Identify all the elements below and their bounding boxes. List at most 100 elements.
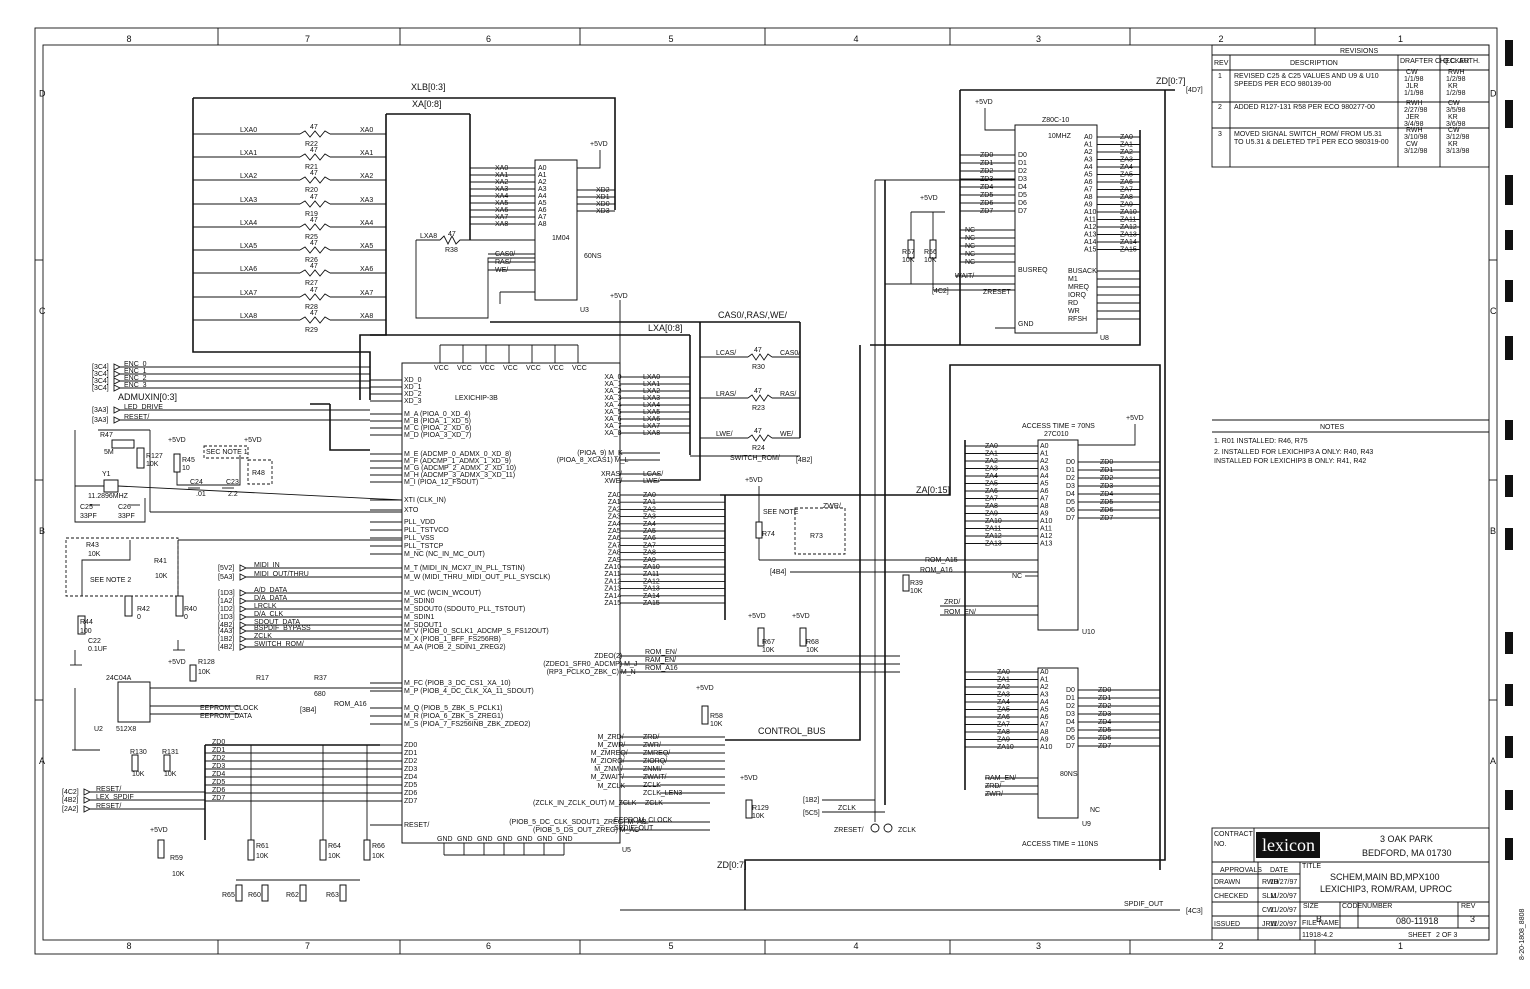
col-label-bottom: 6 [486, 941, 491, 951]
u5-left-pin: M_A (PIOA_0_XD_4) [404, 411, 471, 418]
u10-a-pin: A13 [1040, 541, 1053, 548]
bottom-res-ref: R61 [256, 843, 269, 850]
u8-vcc: +5VD [975, 99, 993, 106]
xa-label: XA8 [360, 313, 373, 320]
u3-pin-name: A4 [538, 193, 547, 200]
tb-row-label: ISSUED [1214, 921, 1240, 928]
u3-pin-label: XA3 [495, 186, 508, 193]
zclk-label: ZCLK [898, 827, 916, 834]
cas-in-label: LWE/ [716, 431, 733, 438]
u5-right-pin: ZA4 [608, 521, 621, 528]
r37-ref: R37 [314, 675, 327, 682]
u5-left-pin: M_C (PIOA_2_XD_6) [404, 425, 471, 432]
u10-d-pin: D7 [1066, 515, 1075, 522]
c24-val: .01 [196, 491, 206, 498]
r129-val: 10K [752, 813, 765, 820]
rom-a16-c: ROM_A16 [645, 665, 678, 672]
rev-qc-date: 1/2/98 [1446, 76, 1466, 83]
lxa-resistor [299, 130, 331, 138]
u5-left-pin: M_F (ADCMP_1_ADMX_1_XD_9) [404, 458, 511, 465]
resistor-ref: R22 [305, 141, 318, 148]
u8-za-label: ZA0 [1120, 134, 1133, 141]
rev-number: 1 [1218, 73, 1222, 80]
u5-left-pin: ZD7 [404, 798, 417, 805]
eeprom-data: EEPROM_DATA [200, 713, 252, 720]
rev-number: 2 [1218, 104, 1222, 111]
col-label-bottom: 4 [854, 941, 859, 951]
u3-out-label: XD2 [596, 187, 610, 194]
u8-ctl-label: WR [1068, 308, 1080, 315]
u5-right-pin: ZA11 [604, 571, 620, 578]
contract-no: NO. [1214, 841, 1227, 848]
r57-ref: R57 [902, 249, 915, 256]
u10-a-pin: A8 [1040, 503, 1049, 510]
xa-label: XA4 [360, 220, 373, 227]
bottom-res-low [261, 884, 269, 902]
u10-za-label: ZA3 [985, 466, 998, 473]
cas-out-label: WE/ [780, 431, 793, 438]
xa-label: XA1 [360, 150, 373, 157]
u5-lxa-net: LXA8 [643, 430, 660, 437]
u8-a-pin: A10 [1084, 209, 1097, 216]
vcc-r74: +5VD [745, 477, 763, 484]
col-label-top: 3 [1036, 34, 1041, 44]
u5-left-pin: ZD3 [404, 766, 417, 773]
u8-zd-label: ZD7 [980, 208, 993, 215]
u3-out-label: XD1 [596, 194, 610, 201]
rev-label: REV [1461, 903, 1476, 910]
rev-desc: MOVED SIGNAL SWITCH_ROM/ FROM U5.31 [1234, 131, 1382, 138]
c25-val: 33PF [80, 513, 97, 520]
r56-val: 10K [924, 257, 937, 264]
u5-right-pin: XA_3 [604, 395, 621, 402]
u8-a-pin: A12 [1084, 224, 1097, 231]
vcc-r57: +5VD [920, 195, 938, 202]
rev-desc: ADDED R127-131 R58 PER ECO 980277-00 [1234, 104, 1375, 111]
u9-d-pin: D5 [1066, 727, 1075, 734]
u8-d-pin: D5 [1018, 192, 1027, 199]
u5-left-pin: M_G (ADCMP_2_ADMX_2_XD_10) [404, 465, 516, 472]
u5-lxa-net: LXA0 [643, 374, 660, 381]
lxa-label: LXA1 [240, 150, 257, 157]
u5-za-net: ZA1 [643, 499, 656, 506]
u5-za-net: ZA4 [643, 521, 656, 528]
u5-left-pin: M_FC (PIOB_3_DC_CS1_XA_10) [404, 680, 511, 687]
u5-right-pin: (RP3_PCLKO_ZBK_C) M_N [547, 669, 636, 676]
r59-ref: R59 [170, 855, 183, 862]
u5-right-pin: XA_1 [604, 381, 621, 388]
lxa-resistor [299, 223, 331, 231]
vcc-r48: +5VD [244, 437, 262, 444]
u8-za-label: ZA3 [1120, 157, 1133, 164]
r45-ref: R45 [182, 457, 195, 464]
bottom-res-low [299, 884, 307, 902]
u5-left-pin: PLL_TSTVCO [404, 527, 449, 534]
u5-right-pin: ZA8 [608, 550, 621, 557]
u8-a-pin: A2 [1084, 149, 1093, 156]
left-sig-label: ENC_1 [124, 368, 147, 375]
resistor-ref: R27 [305, 280, 318, 287]
u5-right-pin: ZA14 [604, 593, 621, 600]
u10-za-label: ZA11 [985, 526, 1001, 533]
u8-a-pin: A9 [1084, 202, 1093, 209]
left-io: [3C4]ENC_0[3C4]ENC_1[3C4]ENC_2[3C4]ENC_3… [65, 361, 403, 666]
registration-marks: 8-20-1808_8808 [1505, 40, 1526, 960]
u5-right-pin: (ZDEO1_SFR0_ADCMP) M_J [543, 661, 637, 668]
tb-row-label: DRAWN [1214, 879, 1240, 886]
r39-val: 10K [910, 588, 923, 595]
u8-za-label: ZA8 [1120, 194, 1133, 201]
u8-busreq-label: BUSREQ [1018, 267, 1048, 274]
u8-zd-label: ZD4 [980, 184, 993, 191]
lxa-label: LXA4 [240, 220, 257, 227]
u9-d-pin: D4 [1066, 719, 1075, 726]
u8-a-pin: A7 [1084, 187, 1093, 194]
company-name: lexicon [1262, 835, 1315, 855]
bottom-res-low [235, 884, 243, 902]
u5-vcc: +5VD [610, 293, 628, 300]
u3-pin-name: A2 [538, 179, 547, 186]
c25-ref: C25 [80, 504, 93, 511]
cas-res-value: 47 [754, 388, 762, 395]
c24-ref: C24 [190, 479, 203, 486]
u5-za-net: ZA3 [643, 514, 656, 521]
ref-spdif: [4C3] [1186, 908, 1203, 915]
rom-en: ROM_EN/ [645, 649, 677, 656]
u10-d-pin: D4 [1066, 491, 1075, 498]
